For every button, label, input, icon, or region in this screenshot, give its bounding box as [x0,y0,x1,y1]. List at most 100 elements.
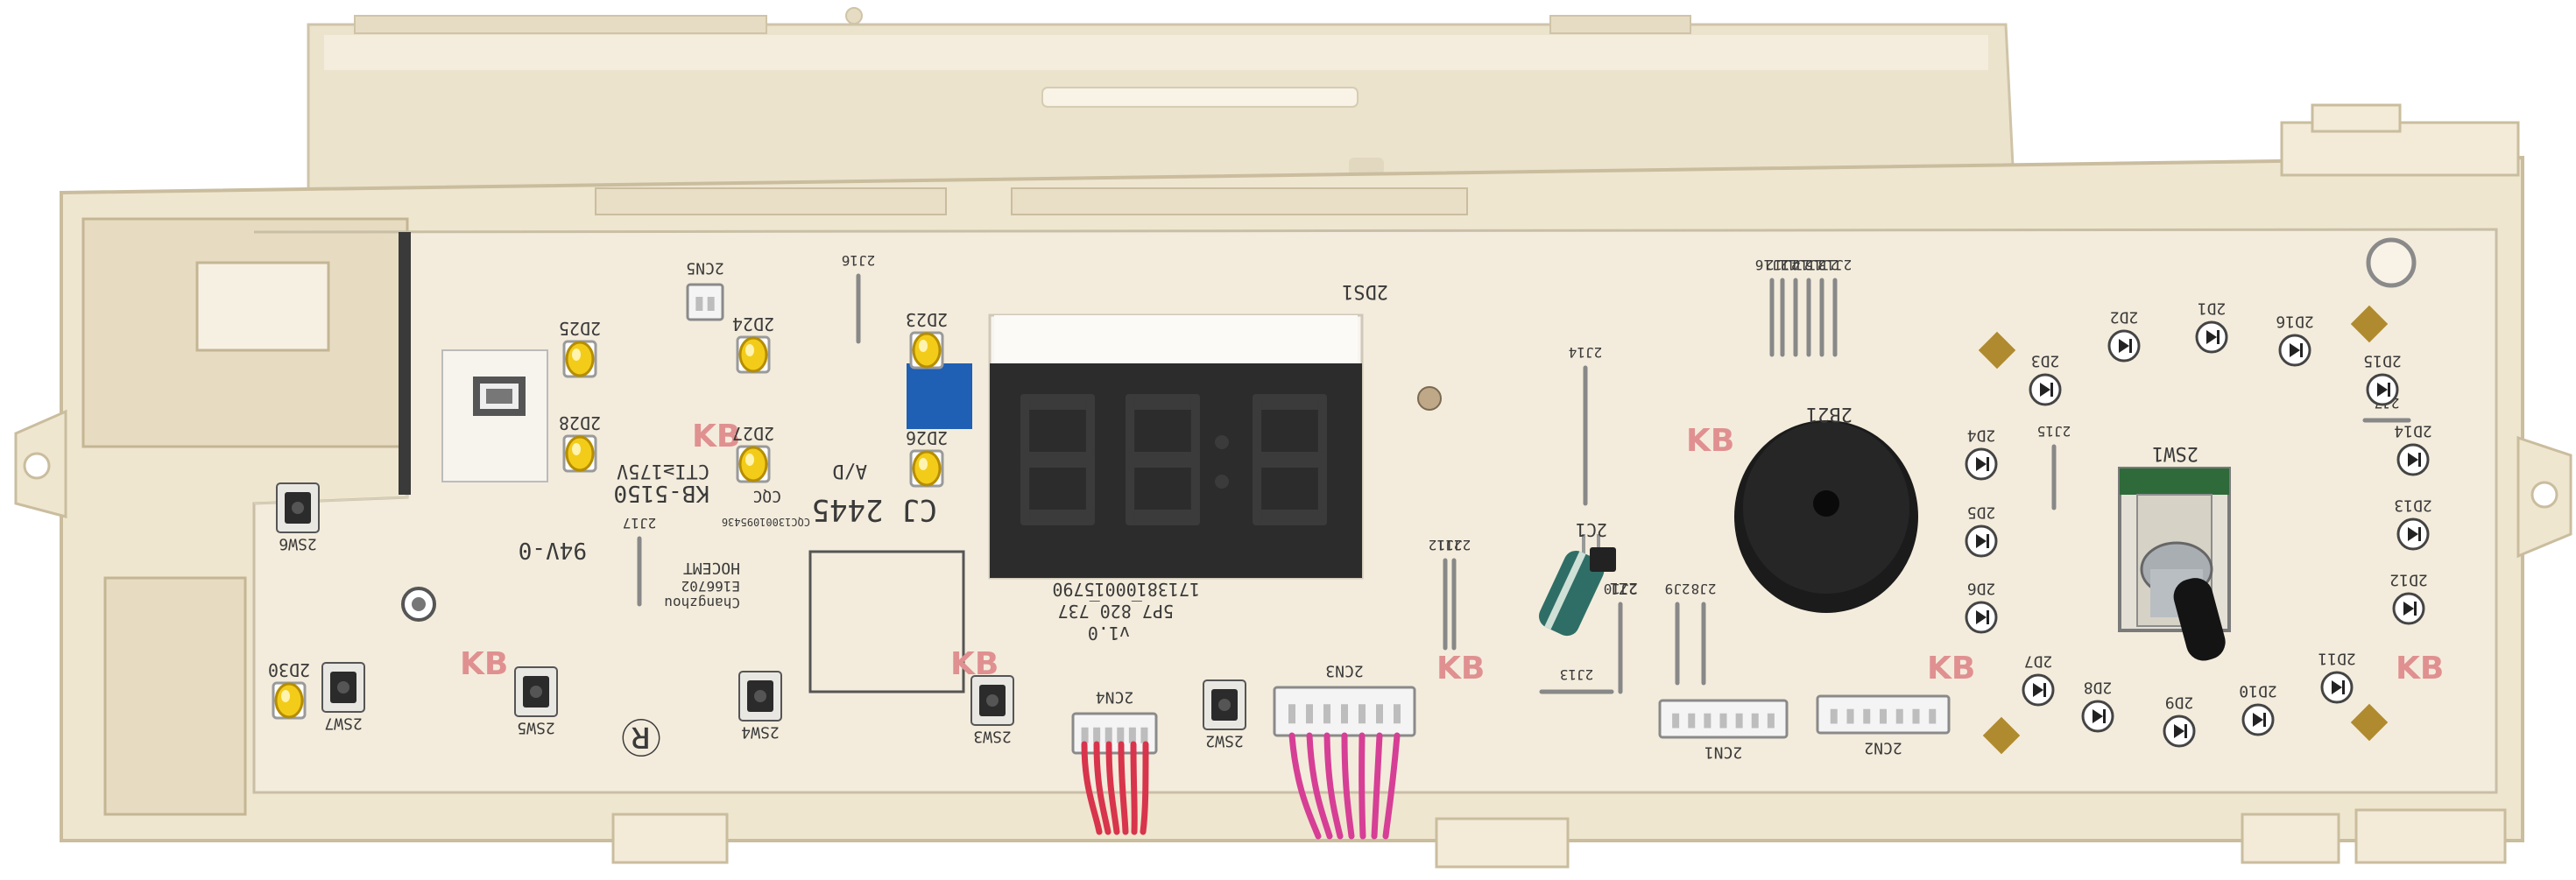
board-version: v1.0 [1088,623,1130,644]
digit-segment [1317,460,1327,525]
wire-connector: 2CN2 [1816,694,1951,757]
switch-label: 2SW2 [1205,731,1243,750]
tact-switch[interactable]: 2SW2 [1203,679,1246,750]
tact-switch[interactable]: 2SW4 [738,671,782,741]
board-ad: A/D [832,460,867,482]
tact-switch[interactable]: 2SW5 [514,666,558,736]
diode: 2D13 [2394,496,2432,551]
jumper: 2J17 [623,515,657,607]
diode: 2D4 [1965,426,1998,481]
jumper: 2J14 [1569,344,1602,506]
board-maker-3: Changzhou [664,595,740,611]
led: 2D26 [906,427,948,488]
display-digit [1253,394,1327,525]
board-maker-1: HOCEMT [683,559,740,577]
digit-segment [1253,452,1327,468]
led: 2D28 [559,412,601,473]
diode-label: 2D8 [2084,678,2113,696]
board-flame: 94V-0 [519,537,587,563]
switch-label: 2SW4 [741,722,779,741]
jumper-label: 2J16 [1755,257,1789,273]
wire-connector: 2CN3 [1273,661,1416,737]
diode-label: 2D3 [2031,351,2060,370]
diode-label: 2D16 [2276,312,2313,330]
connector-label: 2CN5 [686,258,723,277]
switch-label: 2SW5 [517,718,554,736]
diode: 2D5 [1965,503,1998,558]
tact-switch[interactable]: 2SW3 [970,675,1014,745]
board-rating: CTI≥175V [617,460,709,482]
display-colon [1215,435,1229,449]
svg-text:KB: KB [692,419,740,454]
diode-label: 2D6 [1967,579,1996,597]
jumper-label: 2J15 [1805,257,1839,273]
jumper-label: 2J13 [1818,257,1853,273]
board-text: KB-5150 CTI≥175V 94V-0 CQC CQC1300109543… [519,460,1200,760]
board-logo: Ⓡ [621,713,661,760]
led-label: 2D30 [268,659,310,680]
button-group: 2SW6 2SW7 2SW5 2SW4 2SW3 2SW2 [276,482,1246,750]
tact-switch[interactable]: 2SW7 [321,662,365,732]
jumper: 2J15 [1805,257,1839,357]
switch-label: 2SW7 [324,714,362,732]
board-cqc: CQC [752,487,781,505]
red-markings: KB KB KB KB KB KB KB [460,419,2444,686]
jumper: 2J11 [1437,537,1471,651]
wire-harness-right [1288,732,1401,840]
diode-label: 2D4 [1967,426,1996,444]
jumper-label: 2J11 [1437,537,1471,553]
jumper-label: 2J15 [2037,423,2071,440]
connector-label: 2CN4 [1096,687,1133,706]
jumper-label: 2J12 [1429,537,1463,553]
diode: 2D1 [2195,299,2228,354]
digit-segment [1253,510,1327,525]
display-label: 2DS1 [1342,280,1388,302]
display-digit [1020,394,1095,525]
jumper: 2J12 [1429,537,1463,651]
svg-text:KB: KB [1686,423,1734,459]
digit-segment [1020,394,1030,460]
board-maker-2: E166702 [681,578,740,595]
wire-harness-left [1081,741,1149,835]
svg-text:KB: KB [1436,651,1485,686]
digit-segment [1253,394,1327,410]
diode: 2D16 [2276,312,2314,367]
digit-segment [1126,394,1135,460]
digit-segment [1020,460,1030,525]
diode-group: 2D12D22D32D42D52D62D72D82D92D102D112D122… [1965,299,2432,748]
led-label: 2D28 [559,412,601,433]
board-datecode: CJ 2445 [812,492,937,527]
diode: 2D10 [2239,681,2277,736]
encoder-label: 2SW1 [2152,442,2198,464]
jumper-label: 2J12 [1766,257,1800,273]
digit-segment [1253,394,1262,460]
led: 2D25 [559,318,601,378]
tact-switch[interactable]: 2SW6 [276,482,320,553]
diode-label: 2D7 [2024,651,2053,670]
diode: 2D2 [2107,307,2141,363]
led-label: 2D27 [732,423,774,444]
digit-segment [1020,394,1095,410]
diode-label: 2D11 [2318,649,2355,667]
jumper-label: 2J8 [1691,581,1717,597]
digit-segment [1317,394,1327,460]
svg-text:KB: KB [460,646,508,682]
digit-segment [1253,460,1262,525]
jumper-label: 2J16 [842,252,876,269]
digit-segment [1126,452,1200,468]
digit-segment [1085,394,1095,460]
diode-label: 2D15 [2363,351,2401,370]
jumper: 2J16 [1755,257,1789,357]
jumper-label: 2J17 [623,515,657,532]
diode: 2D7 [2022,651,2055,707]
connector-label: 2CN2 [1864,738,1902,757]
display-digit [1126,394,1200,525]
board-part-no: 5P7_820_737 [1058,601,1174,622]
wire-connector: 2CN1 [1658,699,1789,761]
diode: 2D14 [2394,421,2432,476]
capacitor-label: 2C1 [1576,519,1607,540]
jumper-label: 2J11 [1779,257,1813,273]
jumper-label: 2J10 [1604,581,1638,597]
led-label: 2D26 [906,427,948,448]
diode-label: 2D5 [1967,503,1996,521]
